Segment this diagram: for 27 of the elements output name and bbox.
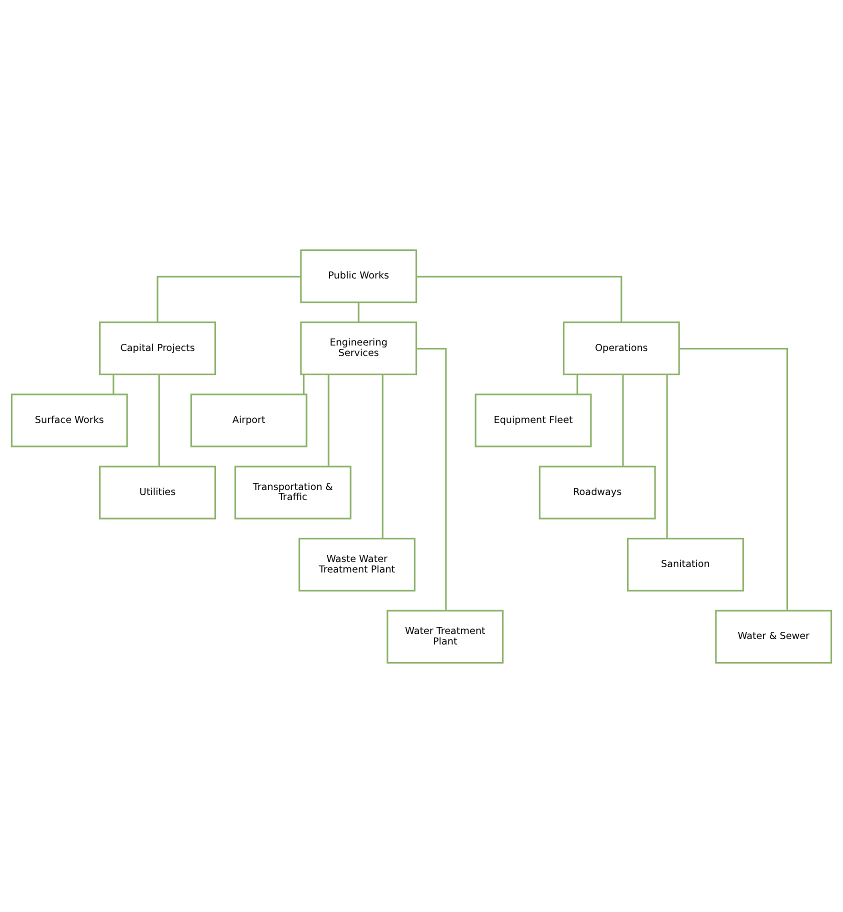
node-box: Waste Water Treatment Plant [298,537,416,591]
connector [416,275,622,322]
node-box: Engineering Services [300,321,418,375]
connector [622,374,624,466]
connector [158,374,160,466]
connector [328,374,330,466]
connector [416,347,447,610]
connector [358,302,360,322]
node-box: Airport [190,393,308,447]
connector [679,347,788,610]
node-box: Sanitation [627,537,744,591]
connector [156,275,301,322]
node-box: Operations [562,321,680,375]
connector [666,374,668,538]
connector [382,374,384,538]
connector [576,374,578,394]
node-box: Water & Sewer [715,609,832,664]
node-box: Transportation & Traffic [234,465,352,519]
connector [112,374,114,394]
node-box: Water Treatment Plant [386,609,504,664]
node-box: Surface Works [10,393,128,447]
node-box: Utilities [99,465,216,519]
node-box: Public Works [300,248,418,303]
node-box: Equipment Fleet [474,393,592,447]
node-box: Roadways [538,465,656,519]
node-box: Capital Projects [99,321,216,375]
connector [302,374,305,394]
